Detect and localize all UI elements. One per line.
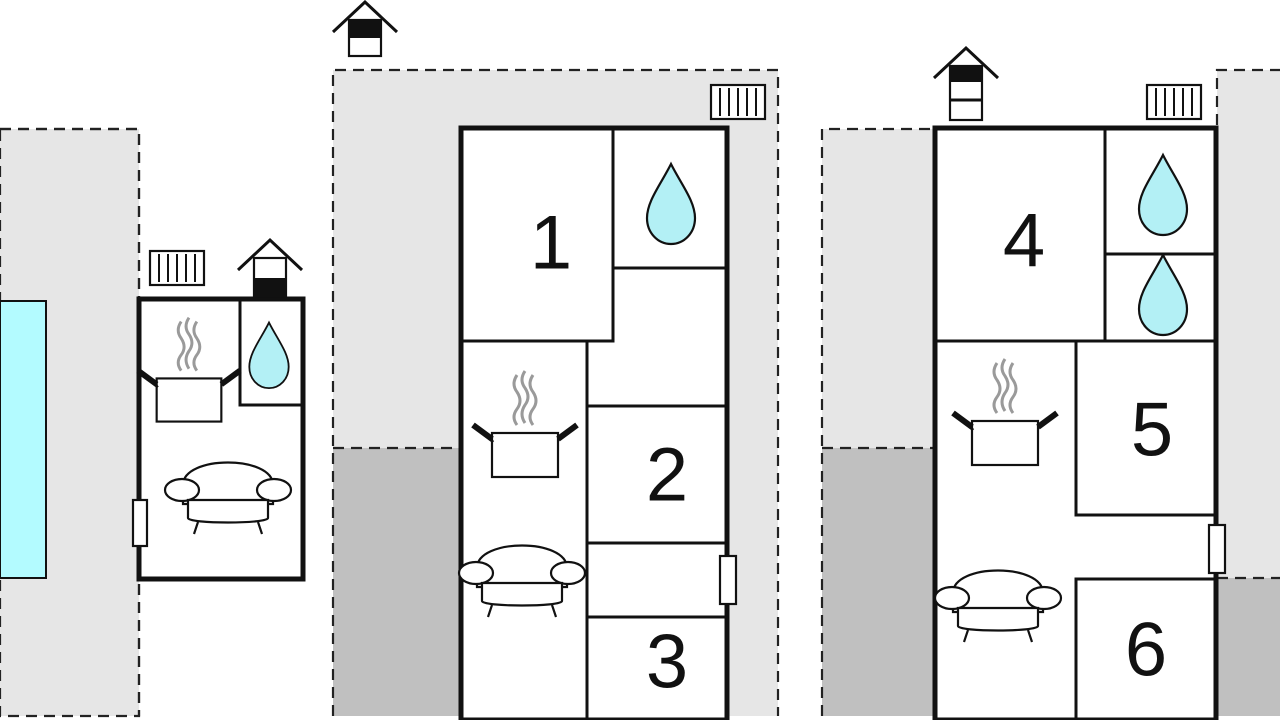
small-unit — [131, 237, 306, 582]
room-5-label: 5 — [1131, 388, 1173, 473]
room-2-label: 2 — [646, 433, 688, 518]
door-icon — [718, 554, 738, 606]
right-terrace — [820, 127, 935, 716]
right-edge-terrace — [1215, 68, 1280, 716]
room-6-label: 6 — [1125, 608, 1167, 693]
door-icon — [131, 498, 149, 548]
right-unit: 4 5 6 — [932, 125, 1227, 720]
radiator-icon — [709, 83, 767, 121]
radiator-icon — [1145, 83, 1203, 121]
house-icon — [236, 237, 304, 298]
middle-unit: 1 2 3 — [457, 125, 738, 720]
room-4-label: 4 — [1003, 199, 1045, 284]
house-icon — [932, 45, 1000, 122]
room-1-label: 1 — [530, 201, 572, 286]
house-icon — [331, 0, 399, 58]
room-3-label: 3 — [646, 620, 688, 705]
door-icon — [1207, 523, 1227, 575]
swimming-pool — [0, 300, 47, 579]
radiator-icon — [148, 249, 206, 287]
